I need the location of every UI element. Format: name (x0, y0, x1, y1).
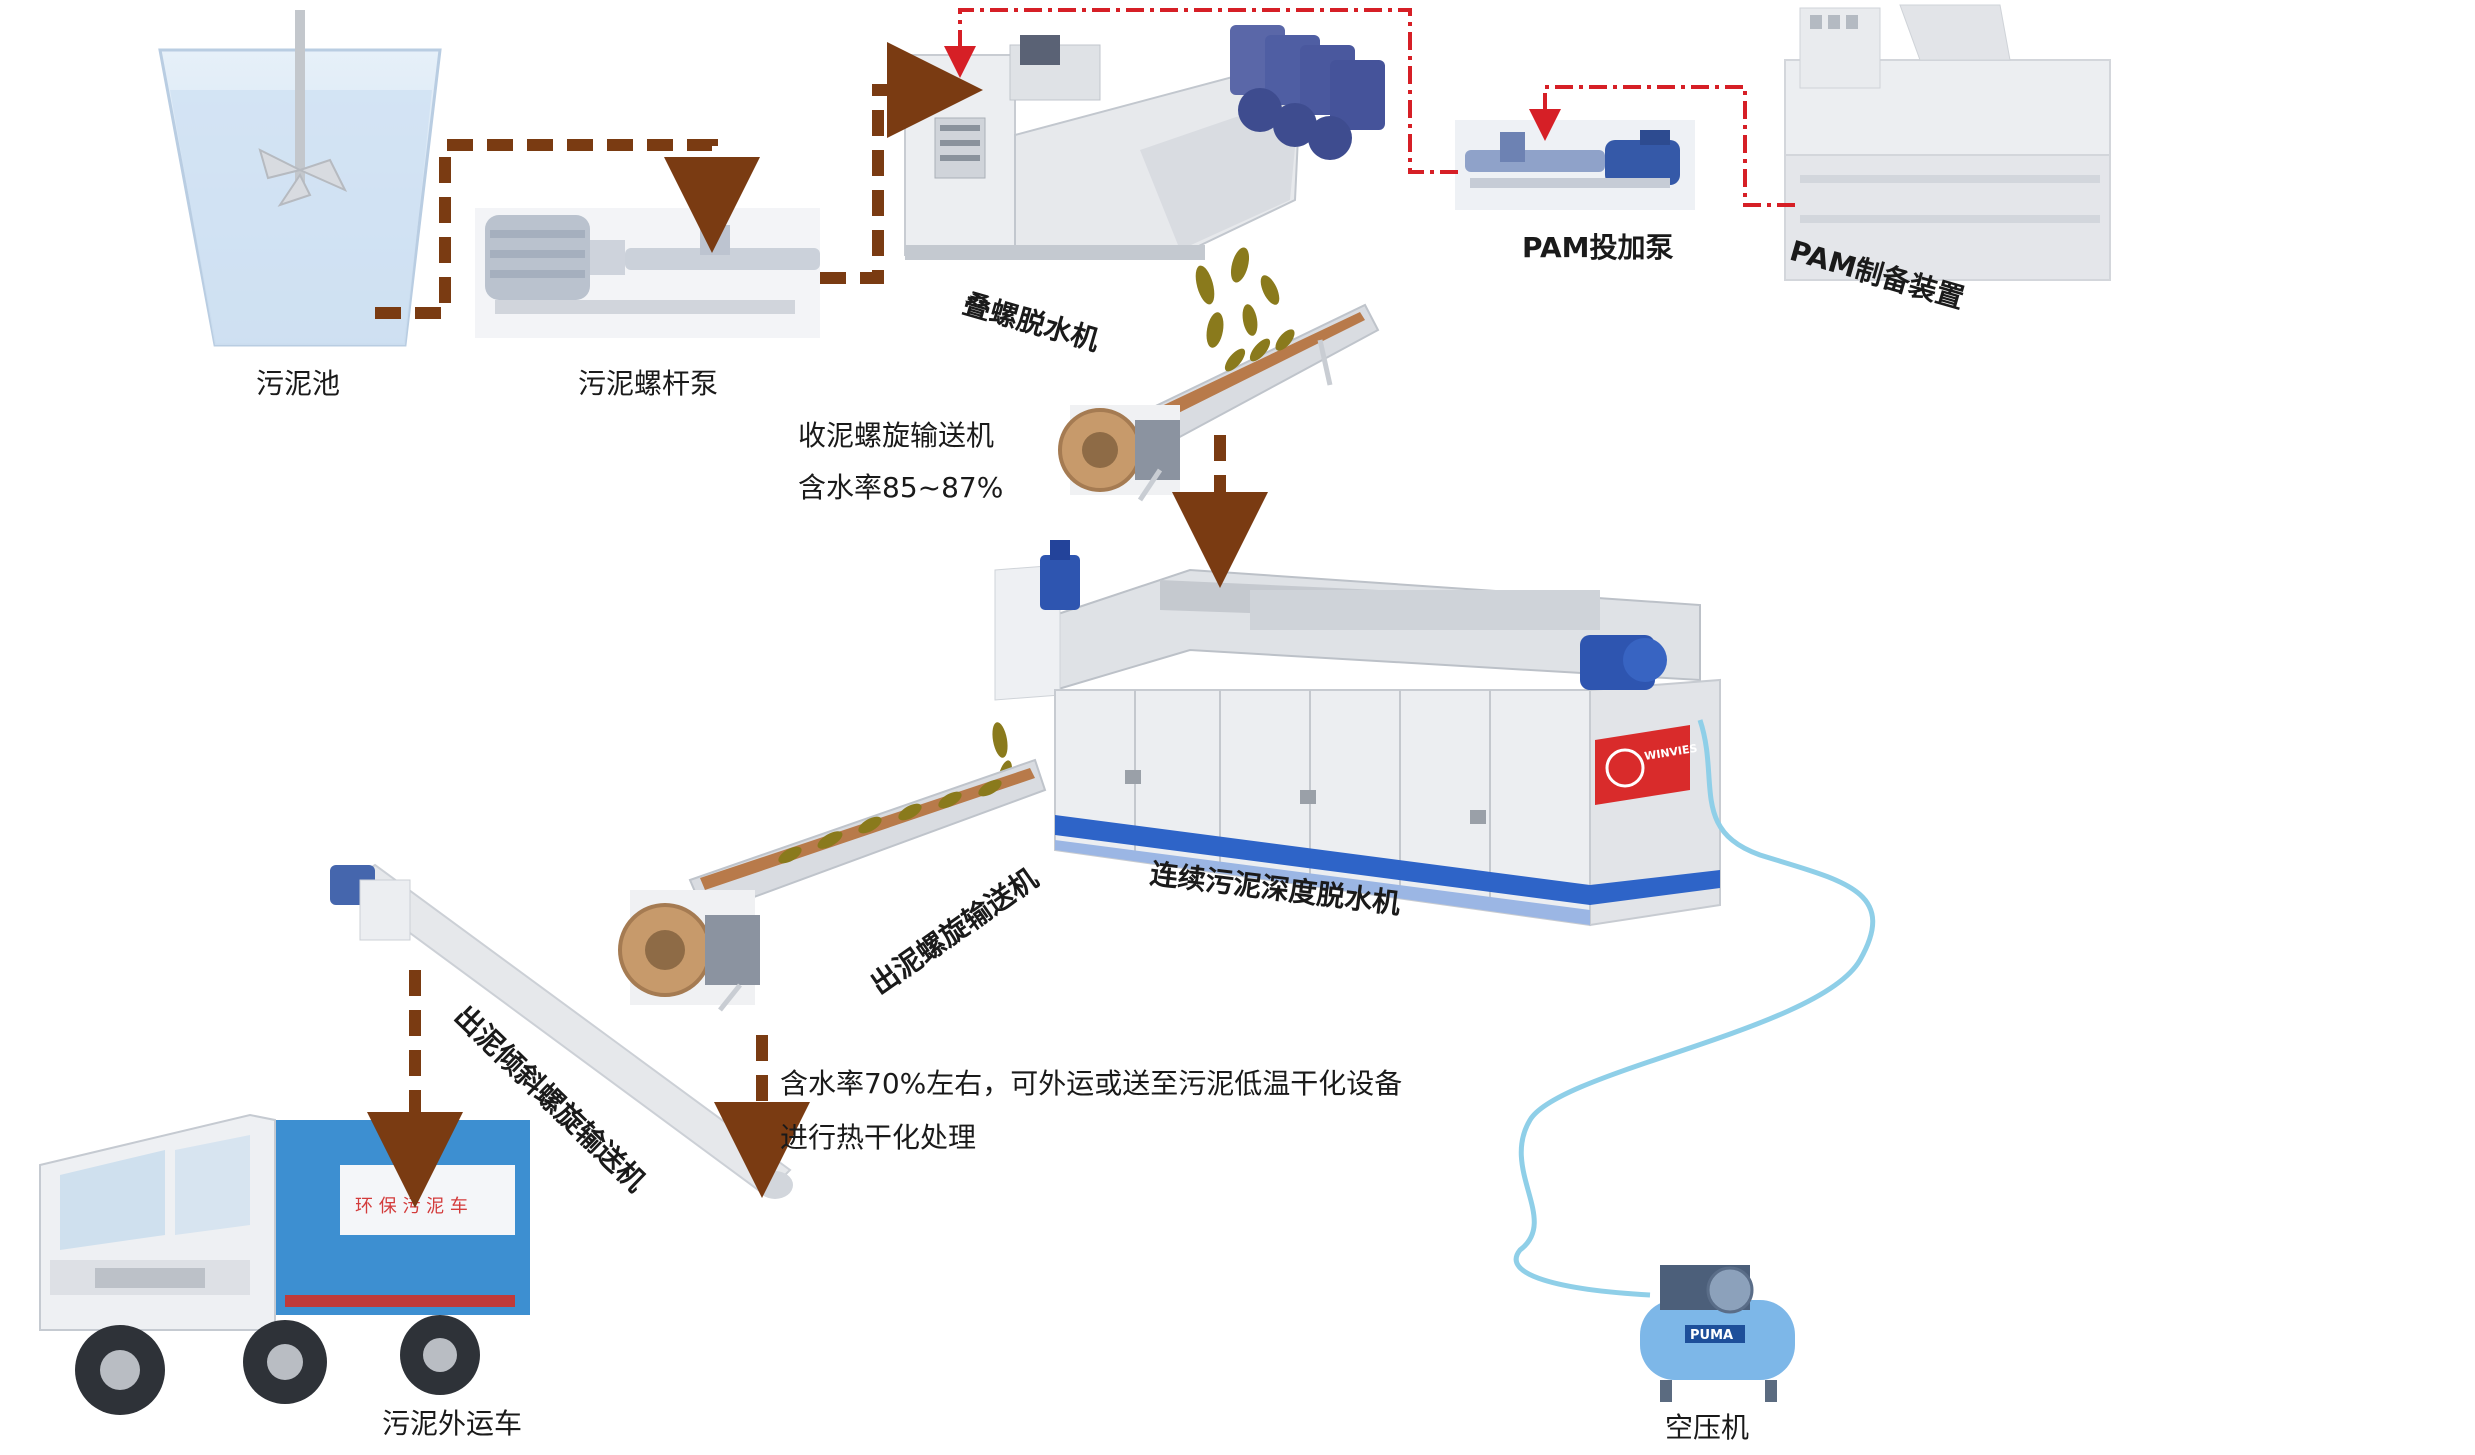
discharge-screw-conveyor (618, 758, 1047, 1012)
label-collecting-screw-conveyor: 收泥螺旋输送机 (798, 419, 995, 452)
label-sludge-truck: 污泥外运车 (382, 1407, 523, 1440)
label-sludge-screw-pump: 污泥螺杆泵 (578, 367, 719, 400)
label-sludge-tank: 污泥池 (256, 367, 341, 400)
sludge-truck: 环 保 污 泥 车 (39, 1113, 530, 1415)
mixer-impeller (258, 148, 348, 207)
air-compressor: PUMA (1640, 1265, 1795, 1402)
pam-flow-lines (944, 8, 1795, 207)
pam-preparation-unit (1784, 4, 2111, 281)
flow-pam-unit-to-pump (1529, 85, 1795, 207)
label-air-compressor: 空压机 (1665, 1411, 1750, 1444)
mixer-shaft (295, 10, 305, 185)
winvies-logo: WINVIES (1595, 725, 1698, 805)
sludge-screw-pump (475, 208, 820, 338)
label-final-moisture-line2: 进行热干化处理 (780, 1121, 977, 1154)
truck-side-text: 环 保 污 泥 车 (355, 1196, 468, 1217)
label-collecting-moisture: 含水率85~87% (798, 471, 1004, 504)
continuous-deep-dewaterer: WINVIES (994, 540, 1721, 927)
flow-pam-to-dewaterer (944, 8, 1458, 174)
sludge-cakes-2 (1224, 329, 1295, 372)
flow-tank-to-pump (375, 139, 760, 319)
collecting-screw-conveyor (1058, 303, 1380, 502)
pam-dosing-pump (1455, 120, 1695, 210)
label-pam-dosing-pump: PAM投加泵 (1522, 231, 1674, 264)
compressor-brand-text: PUMA (1690, 1328, 1733, 1343)
stacked-screw-dewaterer (904, 25, 1385, 260)
sludge-flow-lines (367, 42, 1268, 1208)
sludge-cakes-4 (778, 779, 1002, 864)
air-hose (1513, 719, 1875, 1298)
label-final-moisture-line1: 含水率70%左右，可外运或送至污泥低温干化设备 (780, 1067, 1403, 1100)
sludge-tank (158, 10, 442, 347)
